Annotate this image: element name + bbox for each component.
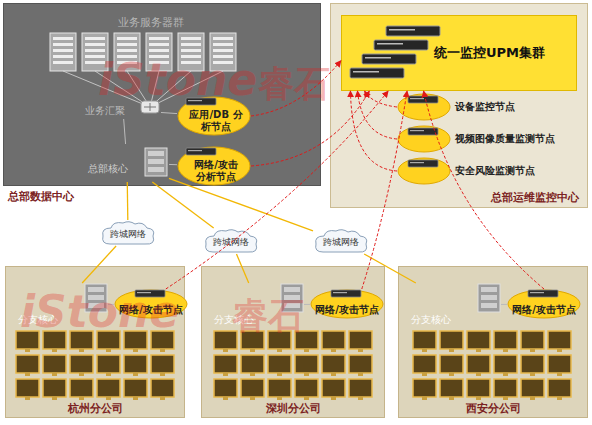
monitor-link-arrow xyxy=(350,91,397,171)
monitor-link-arrow xyxy=(166,91,388,289)
node-ellipse xyxy=(397,93,451,121)
monitor-wall xyxy=(412,330,574,402)
branch-core-node: 分支核心 xyxy=(212,283,304,327)
node-text: 总部运维监控中心 xyxy=(491,190,579,205)
server-rack-group xyxy=(50,33,236,71)
data-center-region: 总部数据中心业务汇聚应用/DB 分析节点总部核心网络/攻击 分析节点 xyxy=(3,3,321,186)
core-switch-node: 总部核心 xyxy=(85,144,169,182)
branch-region: 深圳分公司 分支核心 网络/攻击节点 xyxy=(201,266,385,418)
node-text: 应用/DB 分析节点 xyxy=(189,109,243,133)
network-link xyxy=(364,254,416,283)
network-link xyxy=(169,178,313,230)
switch-node: 业务汇聚 xyxy=(85,101,161,119)
core-chassis xyxy=(281,284,303,312)
monitor-wall xyxy=(213,330,375,402)
node-text: 分支核心 xyxy=(214,313,254,327)
analysis-node: 网络/攻击 分析节点 xyxy=(177,146,251,186)
monitor-link-arrow xyxy=(358,91,397,139)
node-text: 网络/攻击 分析节点 xyxy=(189,159,243,183)
device-symbol xyxy=(135,96,558,297)
node-text: 网络/攻击节点 xyxy=(114,303,188,317)
node-text: 分支核心 xyxy=(18,313,58,327)
core-chassis xyxy=(145,148,167,176)
monitor-wall xyxy=(15,330,177,402)
upm-cluster-box: 统一监控UPM集群 xyxy=(341,15,577,91)
node-text: 网络/攻击节点 xyxy=(310,303,384,317)
server-wire xyxy=(63,71,223,107)
upm-server-stack xyxy=(350,26,440,78)
network-link xyxy=(501,304,507,305)
node-text: 设备监控节点 xyxy=(455,100,515,114)
network-link xyxy=(236,254,248,283)
monitor-link-arrow xyxy=(365,91,397,107)
node-text: 网络/攻击节点 xyxy=(507,303,581,317)
branch-core-node: 分支核心 xyxy=(16,283,108,327)
node-text: 视频图像质量监测节点 xyxy=(455,132,555,146)
node-text: 统一监控UPM集群 xyxy=(434,44,545,62)
analysis-node: 应用/DB 分析节点 xyxy=(177,96,251,136)
monitor-link-arrow xyxy=(251,61,341,116)
attack-node: 网络/攻击节点 xyxy=(507,289,581,319)
network-link xyxy=(169,164,177,165)
node-ellipse xyxy=(397,157,451,185)
node-text: 分支核心 xyxy=(411,313,451,327)
node-text: 西安分公司 xyxy=(399,401,587,416)
branch-region: 杭州分公司 分支核心 网络/攻击节点 xyxy=(5,266,185,418)
node-text: 深圳分公司 xyxy=(202,401,384,416)
node-text: 杭州分公司 xyxy=(6,401,184,416)
monitoring-center-region: 总部运维监控中心 统一监控UPM集群设备监控节点视频图像质量监测节点安全风险监测节… xyxy=(330,3,588,208)
switch-symbol xyxy=(141,101,159,113)
node-text: 业务汇聚 xyxy=(85,104,125,118)
network-link xyxy=(152,182,213,228)
node-text: 跨城网络 xyxy=(313,236,369,249)
network-link xyxy=(82,246,116,283)
node-text: 跨城网络 xyxy=(203,236,259,249)
monitor-node: 视频图像质量监测节点 xyxy=(397,125,579,153)
node-text: 总部核心 xyxy=(88,162,128,176)
monitor-link-arrow xyxy=(424,91,544,289)
network-cloud: 跨城网络 xyxy=(100,220,156,246)
monitor-node: 安全风险监测节点 xyxy=(397,157,579,185)
monitor-node: 设备监控节点 xyxy=(397,93,579,121)
network-cloud: 跨城网络 xyxy=(203,228,259,254)
core-chassis xyxy=(478,284,500,312)
attack-node: 网络/攻击节点 xyxy=(310,289,384,319)
network-link xyxy=(127,182,129,220)
monitor-link-arrow xyxy=(362,91,407,289)
node-text: 跨城网络 xyxy=(100,228,156,241)
network-link xyxy=(108,304,114,305)
node-ellipse xyxy=(397,125,451,153)
network-cloud: 跨城网络 xyxy=(313,228,369,254)
branch-region: 西安分公司 分支核心 网络/攻击节点 xyxy=(398,266,588,418)
node-text: 总部数据中心 xyxy=(8,189,74,204)
node-text: 安全风险监测节点 xyxy=(455,164,535,178)
branch-core-node: 分支核心 xyxy=(409,283,501,327)
core-chassis xyxy=(85,284,107,312)
attack-node: 网络/攻击节点 xyxy=(114,289,188,319)
monitor-link-arrow xyxy=(251,91,369,166)
network-link xyxy=(161,113,177,114)
network-link xyxy=(124,119,126,144)
network-link xyxy=(304,304,310,305)
